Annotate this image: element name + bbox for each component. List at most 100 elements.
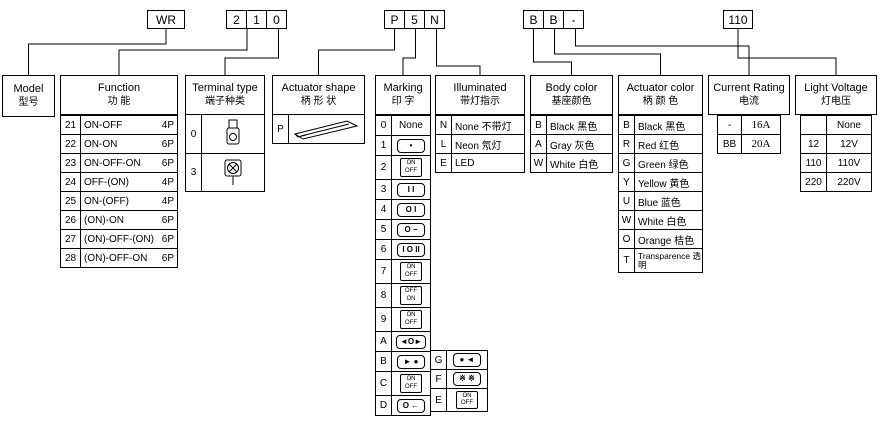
marking-row: 3 I I (376, 179, 430, 199)
current-rating-column: Current Rating 电流 - 16A BB 20A (708, 75, 790, 154)
body-color-column: Body color 基座颜色 B Black 黑色 A Gray 灰色 W W… (530, 75, 613, 173)
marking-symbol: ON OFF (400, 158, 422, 177)
marking-code: 8 (376, 284, 392, 307)
marking-symbol: O − (397, 222, 425, 237)
marking-symbol-cell: I O II (392, 242, 430, 257)
function-poles: 6P (161, 214, 174, 226)
illuminated-title: Illuminated (453, 81, 507, 94)
actuator-color-label: Black 黑色 (638, 121, 686, 133)
marking-symbol: I O II (397, 242, 425, 257)
terminal-type-column: Terminal type 端子种类 0 3 (185, 75, 265, 192)
illuminated-row: L Neon 氖灯 (436, 134, 524, 153)
actuator-color-code: T (619, 249, 635, 272)
illuminated-subtitle: 带灯指示 (460, 95, 500, 107)
function-code: 26 (61, 211, 81, 229)
marking-code: 6 (376, 240, 392, 259)
marking-symbol: ON OFF (400, 310, 422, 329)
marking-symbol: ON OFF (400, 374, 422, 393)
actuator-color-code: W (619, 211, 635, 229)
code-voltage-box: 110 (723, 10, 753, 29)
illuminated-label: LED (455, 157, 475, 169)
function-poles: 6P (161, 252, 174, 264)
pcb-terminal-icon (202, 157, 264, 189)
current-rating-code: BB (718, 135, 742, 153)
marking-symbol-cell: O − (392, 222, 430, 237)
body-color-row: B Black 黑色 (531, 115, 612, 134)
code-digit: 5 (404, 10, 425, 29)
function-code: 23 (61, 154, 81, 172)
body-color-title: Body color (545, 81, 598, 94)
light-voltage-rows: None 12 12V 110 110V 220 220V (800, 114, 872, 192)
marking-symbol: None (399, 120, 423, 131)
marking-code: 3 (376, 180, 392, 199)
actuator-color-label: Blue 蓝色 (638, 197, 681, 209)
actuator-color-column: Actuator color 柄 颜 色 B Black 黑色 R Red 红色… (618, 75, 703, 273)
light-voltage-value: 12V (840, 138, 858, 150)
illuminated-row: N None 不带灯 (436, 115, 524, 134)
marking-symbol-cell: ON OFF (392, 310, 430, 329)
actuator-color-code: U (619, 192, 635, 210)
marking-symbol: O I (397, 202, 425, 217)
marking-symbol-cell: None (392, 120, 430, 131)
actuator-color-row: B Black 黑色 (619, 115, 702, 134)
actuator-color-code: Y (619, 173, 635, 191)
code-model: WR (147, 10, 185, 29)
marking-symbol: • (397, 138, 425, 153)
function-label: ON-OFF-ON (84, 157, 141, 169)
terminal-row: 3 (186, 153, 264, 191)
marking-symbol: ● ◄ (453, 353, 481, 367)
body-color-row: W White 白色 (531, 153, 612, 172)
marking-symbol: ※ ※ (453, 372, 481, 386)
marking-symbol: O ← (397, 398, 425, 413)
light-voltage-value: None (837, 119, 861, 131)
function-poles: 4P (161, 176, 174, 188)
light-voltage-code (801, 116, 827, 134)
marking-symbol-cell: ◄O► (392, 334, 430, 349)
function-row: 27 (ON)-OFF-(ON) 6P (61, 229, 177, 248)
function-label: ON-(OFF) (84, 195, 129, 207)
actuator-color-row: R Red 红色 (619, 134, 702, 153)
marking-subtitle: 印 字 (391, 95, 415, 107)
light-voltage-column: Light Voltage 灯电压 None 12 12V 110 110V (795, 75, 877, 192)
marking-code: C (376, 372, 392, 395)
marking-row: A ◄O► (376, 331, 430, 351)
code-digit: 0 (266, 10, 287, 29)
marking-code: 7 (376, 260, 392, 283)
function-poles: 6P (161, 138, 174, 150)
current-rating-value: 20A (751, 138, 771, 150)
actuator-color-subtitle: 柄 颜 色 (642, 95, 679, 107)
code-digit: P (384, 10, 405, 29)
terminal-row: 0 (186, 115, 264, 153)
body-color-subtitle: 基座颜色 (551, 95, 592, 107)
marking-code: 5 (376, 220, 392, 239)
body-color-code: W (531, 154, 547, 172)
light-voltage-row: 110 110V (801, 153, 871, 172)
function-column: Function 功 能 21 ON-OFF 4P 22 ON-ON 6P 23 (60, 75, 178, 268)
marking-row: 7 ON OFF (376, 259, 430, 283)
function-poles: 6P (161, 157, 174, 169)
function-row: 22 ON-ON 6P (61, 134, 177, 153)
current-rating-row: - 16A (718, 115, 780, 134)
illuminated-column: Illuminated 带灯指示 N None 不带灯 L Neon 氖灯 E … (435, 75, 525, 173)
function-row: 25 ON-(OFF) 4P (61, 191, 177, 210)
function-subtitle: 功 能 (107, 95, 131, 107)
function-row: 24 OFF-(ON) 4P (61, 172, 177, 191)
light-voltage-row: 220 220V (801, 172, 871, 191)
function-label: OFF-(ON) (84, 176, 129, 188)
marking-symbol-cell: ► ● (392, 354, 430, 369)
marking-extra-row: G ● ◄ (430, 350, 488, 370)
function-label: (ON)-OFF-(ON) (84, 233, 154, 245)
actuator-color-label: Green 绿色 (638, 159, 689, 171)
marking-symbol: ON OFF (400, 262, 422, 281)
marking-symbol-cell: • (392, 138, 430, 153)
light-voltage-value: 220V (837, 176, 861, 188)
illuminated-rows: N None 不带灯 L Neon 氖灯 E LED (435, 114, 525, 173)
marking-extra-rows: G ● ◄ F ※ ※ E ON OFF (430, 350, 488, 412)
actuator-color-code: O (619, 230, 635, 248)
marking-symbol-cell: O ← (392, 398, 430, 413)
code-digit: - (563, 10, 584, 29)
rocker-paddle-icon (289, 117, 364, 141)
